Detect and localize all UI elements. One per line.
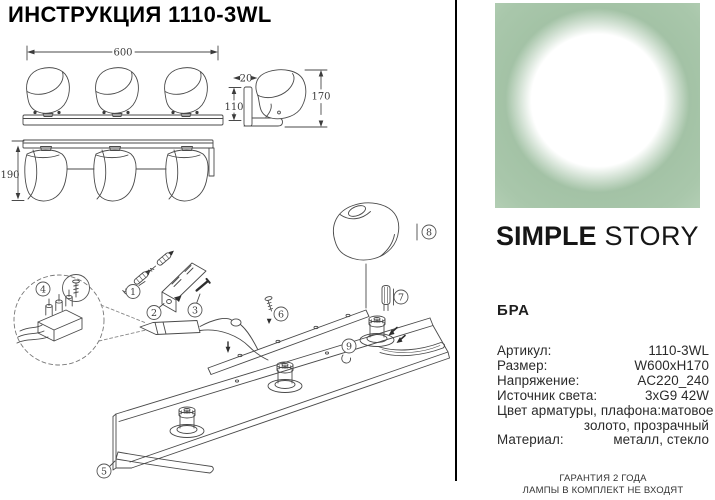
spec-label: Напряжение: — [497, 372, 580, 388]
spec-row-article: Артикул: 1110-3WL — [497, 343, 709, 359]
callout-9: 9 — [341, 338, 357, 354]
top-view-drawing: 190 — [0, 139, 215, 202]
lamps-note-line: ЛАМПЫ В КОМПЛЕКТ НЕ ВХОДЯТ — [522, 485, 684, 496]
callout-1: 1 — [125, 281, 146, 299]
svg-text:1: 1 — [130, 287, 136, 298]
exploded-view-drawing: 4 — [13, 202, 450, 479]
spec-value: AC220_240 — [637, 372, 709, 388]
spec-row-color: Цвет арматуры, плафона: матовое — [497, 402, 713, 419]
spec-row-material: Материал: металл, стекло — [497, 433, 709, 448]
svg-text:110: 110 — [224, 102, 243, 113]
mounting-rail — [207, 309, 370, 375]
warranty-line: ГАРАНТИЯ 2 ГОДА — [559, 473, 647, 484]
spec-row-voltage: Напряжение: AC220_240 — [497, 372, 709, 389]
socket-fastening — [341, 326, 406, 364]
panel-divider — [455, 0, 458, 481]
spec-row-color-cont: золото, прозрачный — [497, 417, 709, 434]
terminal-detail-inset: 4 — [13, 274, 147, 366]
spec-label: Материал: — [497, 432, 564, 448]
side-view-drawing: 20 110 170 — [224, 69, 331, 128]
g9-bulb — [381, 285, 391, 311]
dimension-width: 600 — [26, 45, 219, 61]
lamp-bar — [112, 315, 450, 474]
spec-row-size: Размер: W600xH170 — [497, 357, 709, 374]
svg-text:20: 20 — [240, 74, 253, 85]
brand-logo — [495, 3, 700, 208]
spec-value: 1110-3WL — [648, 343, 709, 358]
spec-label: Артикул: — [497, 343, 552, 358]
svg-text:600: 600 — [113, 48, 132, 59]
spec-label: Размер: — [497, 357, 548, 373]
svg-text:7: 7 — [398, 292, 404, 303]
product-category: БРА — [497, 302, 530, 319]
callout-5: 5 — [96, 460, 116, 479]
callout-3: 3 — [187, 293, 203, 318]
svg-text:2: 2 — [151, 308, 157, 319]
callout-4: 4 — [35, 281, 51, 297]
svg-text:6: 6 — [278, 309, 284, 320]
spec-row-light-source: Источник света: 3xG9 42W — [497, 387, 709, 404]
svg-text:3: 3 — [192, 305, 198, 316]
brand-name-bold: SIMPLE — [495, 221, 597, 251]
page-title: ИНСТРУКЦИЯ 1110-3WL — [8, 2, 272, 27]
glass-shade — [333, 202, 400, 261]
brand-name-light: STORY — [604, 221, 700, 251]
spec-value: W600xH170 — [634, 357, 709, 373]
svg-text:9: 9 — [346, 341, 352, 352]
black-screw — [195, 277, 211, 292]
svg-text:190: 190 — [0, 170, 19, 181]
dimension-plate-height: 110 — [224, 87, 244, 121]
dimension-height: 170 — [284, 69, 331, 128]
callout-8: 8 — [416, 223, 437, 241]
specs-table: Артикул: 1110-3WL Размер: W600xH170 Напр… — [497, 343, 713, 448]
dimension-depth: 20 — [233, 74, 258, 85]
svg-text:170: 170 — [311, 92, 330, 103]
spec-label: Цвет арматуры, плафона: — [497, 402, 662, 418]
technical-drawings: 600 20 — [0, 45, 450, 479]
spec-label: Источник света: — [497, 387, 598, 403]
front-view-drawing: 600 — [22, 45, 224, 126]
svg-text:4: 4 — [40, 284, 46, 295]
svg-text:5: 5 — [101, 466, 107, 477]
callout-7: 7 — [393, 288, 409, 306]
small-screw — [264, 296, 273, 324]
dimension-projection: 190 — [0, 140, 25, 201]
spec-value: золото, прозрачный — [583, 417, 709, 433]
svg-text:8: 8 — [426, 227, 432, 238]
mounting-bracket: 1 2 3 — [121, 248, 211, 320]
callout-2: 2 — [146, 303, 165, 320]
warranty-note: ГАРАНТИЯ 2 ГОДА ЛАМПЫ В КОМПЛЕКТ НЕ ВХОД… — [497, 473, 709, 497]
spec-value: металл, стекло — [613, 432, 709, 448]
callout-6: 6 — [273, 306, 289, 322]
spec-value: матовое — [661, 402, 714, 418]
spec-value: 3xG9 42W — [644, 387, 709, 403]
wire-connector — [139, 318, 269, 361]
